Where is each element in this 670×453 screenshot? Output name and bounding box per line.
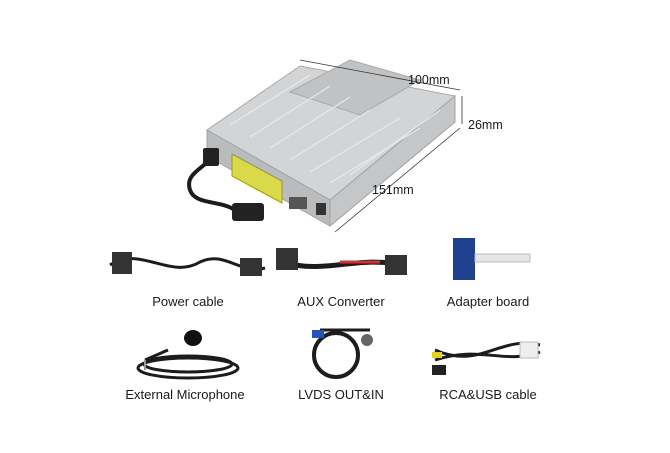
rca-usb-cable-image xyxy=(432,341,541,375)
usb-port xyxy=(289,197,307,209)
accessory-label-aux-converter: AUX Converter xyxy=(297,294,385,309)
accessory-label-power-cable: Power cable xyxy=(152,294,224,309)
aux-converter-image xyxy=(276,248,407,275)
external-microphone-image xyxy=(136,330,240,380)
accessory-label-adapter-board: Adapter board xyxy=(446,294,530,309)
cable-plug xyxy=(232,203,264,221)
accessory-label-lvds: LVDS OUT&IN xyxy=(298,387,384,402)
lvds-cable-image xyxy=(312,328,373,379)
width-dimension-label: 151mm xyxy=(372,183,414,197)
navigation-box xyxy=(187,59,457,228)
power-cable-image xyxy=(109,252,266,276)
yellow-connector xyxy=(231,153,283,204)
height-dimension-label: 26mm xyxy=(468,118,503,132)
accessory-label-external-microphone: External Microphone xyxy=(125,387,245,402)
dimension-lines xyxy=(299,59,463,233)
power-port xyxy=(316,203,326,215)
length-dimension-label: 100mm xyxy=(408,73,450,87)
accessory-label-rca-usb-cable: RCA&USB cable xyxy=(439,387,537,402)
adapter-board-image xyxy=(453,238,531,280)
